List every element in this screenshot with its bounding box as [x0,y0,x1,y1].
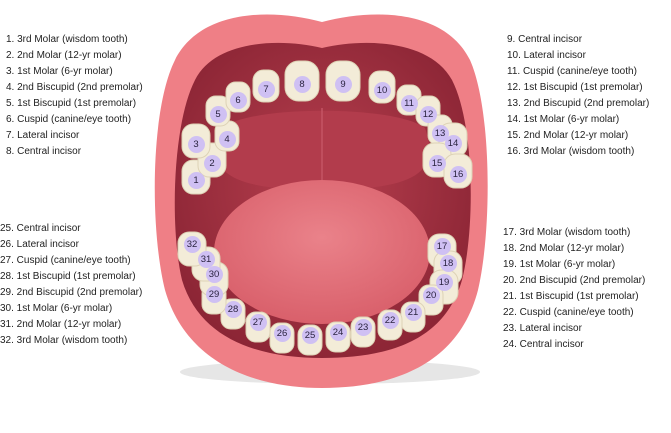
legend-item: 22. Cuspid (canine/eye tooth) [503,307,634,318]
tooth-number-badge: 17 [433,237,451,255]
tooth-number-badge: 3 [187,135,205,153]
tooth-number-badge: 23 [354,318,372,336]
tooth-number-badge: 31 [197,250,215,268]
legend-item: 14. 1st Molar (6-yr molar) [507,114,620,125]
tooth-number-badge: 1 [187,171,205,189]
legend-item: 8. Central incisor [6,146,82,157]
legend-item: 18. 2nd Molar (12-yr molar) [503,243,625,254]
legend-item: 4. 2nd Biscupid (2nd premolar) [6,82,143,93]
legend-item: 10. Lateral incisor [507,50,586,61]
legend-item: 1. 3rd Molar (wisdom tooth) [6,34,128,45]
tooth-number-badge: 20 [422,286,440,304]
tooth-number-badge: 11 [400,94,418,112]
legend-item: 31. 2nd Molar (12-yr molar) [0,319,122,330]
tooth-number-badge: 12 [419,105,437,123]
legend-item: 25. Central incisor [0,223,81,234]
legend-item: 28. 1st Biscupid (1st premolar) [0,271,136,282]
palate [216,110,430,190]
legend-item: 32. 3rd Molar (wisdom tooth) [0,335,128,346]
legend-item: 11. Cuspid (canine/eye tooth) [507,66,637,77]
legend-item: 13. 2nd Biscupid (2nd premolar) [507,98,650,109]
tooth-number-badge: 14 [444,134,462,152]
tooth-number-badge: 7 [257,80,275,98]
legend-item: 27. Cuspid (canine/eye tooth) [0,255,131,266]
tooth-number-badge: 15 [428,154,446,172]
legend-item: 9. Central incisor [507,34,583,45]
upper-right-teeth-legend: 1. 3rd Molar (wisdom tooth) 2. 2nd Molar… [6,32,143,160]
tooth-number-badge: 25 [301,326,319,344]
tooth-number-badge: 22 [381,311,399,329]
legend-item: 20. 2nd Biscupid (2nd premolar) [503,275,646,286]
tooth-number-badge: 30 [205,265,223,283]
legend-item: 3. 1st Molar (6-yr molar) [6,66,113,77]
tongue [214,180,430,324]
legend-item: 24. Central incisor [503,339,584,350]
tooth-number-badge: 2 [203,154,221,172]
tooth-number-badge: 24 [329,323,347,341]
tooth-number-badge: 10 [373,81,391,99]
legend-item: 19. 1st Molar (6-yr molar) [503,259,616,270]
legend-item: 26. Lateral incisor [0,239,79,250]
tooth-number-badge: 28 [224,300,242,318]
tooth-number-badge: 32 [183,235,201,253]
tooth-number-badge: 8 [293,75,311,93]
tooth-number-badge: 19 [435,273,453,291]
lower-right-teeth-legend: 25. Central incisor 26. Lateral incisor … [0,221,142,349]
legend-item: 16. 3rd Molar (wisdom tooth) [507,146,635,157]
tooth-number-badge: 26 [273,324,291,342]
legend-item: 29. 2nd Biscupid (2nd premolar) [0,287,143,298]
legend-item: 5. 1st Biscupid (1st premolar) [6,98,137,109]
tooth-number-badge: 27 [249,313,267,331]
tooth-number-badge: 16 [449,165,467,183]
legend-item: 12. 1st Biscupid (1st premolar) [507,82,643,93]
tooth-number-badge: 5 [209,105,227,123]
tooth-number-badge: 21 [404,303,422,321]
tooth-number-badge: 4 [218,130,236,148]
tooth-number-badge: 9 [334,75,352,93]
tooth-number-badge: 6 [229,91,247,109]
lower-left-teeth-legend: 17. 3rd Molar (wisdom tooth) 18. 2nd Mol… [503,225,645,353]
legend-item: 6. Cuspid (canine/eye tooth) [6,114,132,125]
tooth-number-badge: 18 [439,254,457,272]
legend-item: 21. 1st Biscupid (1st premolar) [503,291,639,302]
legend-item: 30. 1st Molar (6-yr molar) [0,303,113,314]
upper-left-teeth-legend: 9. Central incisor 10. Lateral incisor 1… [507,32,649,160]
legend-item: 2. 2nd Molar (12-yr molar) [6,50,122,61]
tooth-number-badge: 13 [431,124,449,142]
legend-item: 7. Lateral incisor [6,130,80,141]
legend-item: 15. 2nd Molar (12-yr molar) [507,130,629,141]
tooth-number-badge: 29 [205,285,223,303]
legend-item: 23. Lateral incisor [503,323,582,334]
legend-item: 17. 3rd Molar (wisdom tooth) [503,227,631,238]
